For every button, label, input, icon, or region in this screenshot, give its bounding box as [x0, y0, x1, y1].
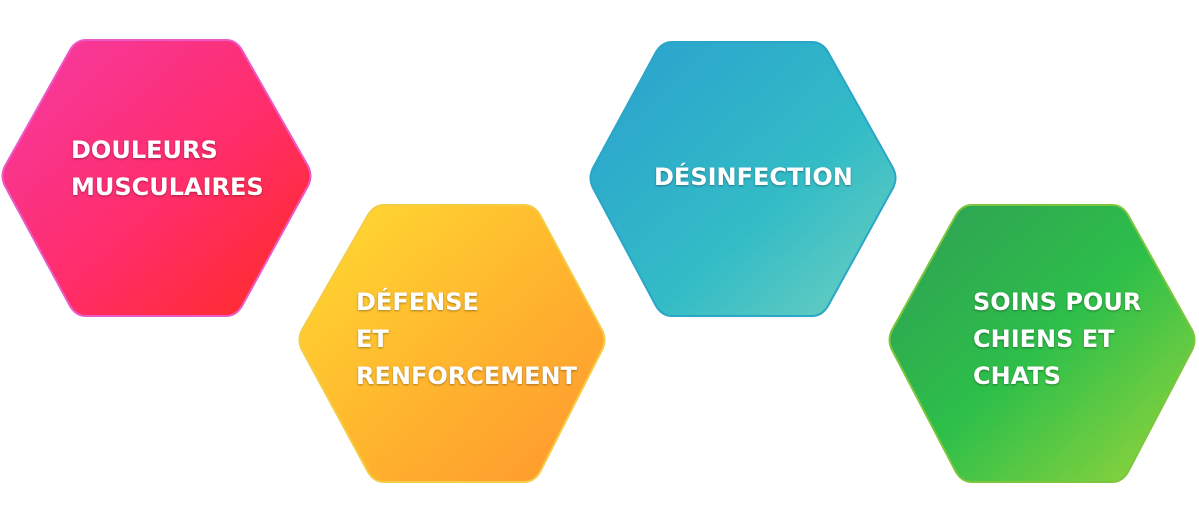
- label-soins-chiens-chats: SOINS POUR CHIENS ET CHATS: [973, 288, 1142, 390]
- hexagon-soins-chiens-chats: [888, 204, 1196, 483]
- hexagon-desinfection: [589, 41, 897, 317]
- hexagon-douleurs-musculaires: [1, 39, 312, 317]
- hexagon-defense-renforcement: [298, 204, 606, 483]
- label-douleurs-musculaires: DOULEURS MUSCULAIRES: [71, 136, 264, 201]
- label-desinfection: DÉSINFECTION: [654, 163, 853, 191]
- label-defense-renforcement: DÉFENSE ET RENFORCEMENT: [356, 288, 577, 390]
